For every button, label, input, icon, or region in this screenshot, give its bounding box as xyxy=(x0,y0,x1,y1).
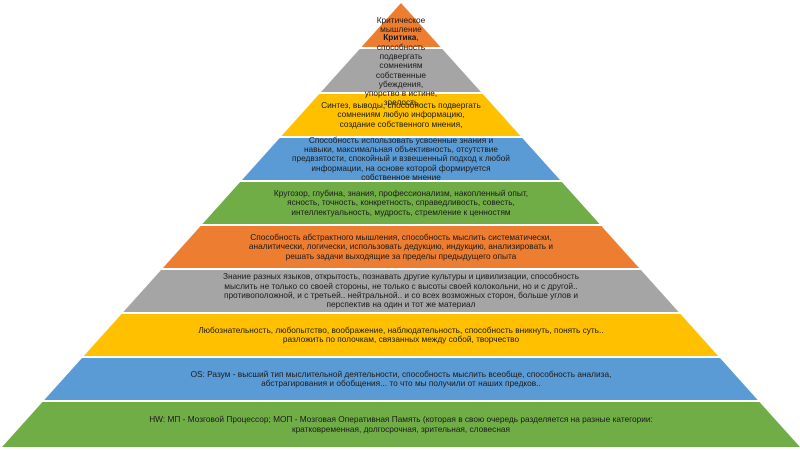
pyramid-layer-4 xyxy=(241,138,561,180)
pyramid-layer-text-6: Способность абстрактного мышления, спосо… xyxy=(200,226,603,268)
pyramid-layer-text-7: Знание разных языков, открытость, познав… xyxy=(160,270,642,312)
layer-bold-term: Критика xyxy=(383,32,417,43)
layer-line: HW: МП - Мозговой Процессор; МОП - Мозго… xyxy=(149,414,653,425)
pyramid-layer-1 xyxy=(361,3,441,47)
layer-line: собственное мнение xyxy=(361,171,441,182)
pyramid-layer-8 xyxy=(83,314,719,356)
layer-line: Любознательность, любопытство, воображен… xyxy=(198,324,604,335)
pyramid-layer-text-10: HW: МП - Мозговой Процессор; МОП - Мозго… xyxy=(40,402,762,447)
pyramid-layer-6 xyxy=(162,226,640,268)
layer-line: аналитически, логически, использовать де… xyxy=(248,241,554,252)
pyramid-layer-text-5: Кругозор, глубина, знания, профессионали… xyxy=(239,182,562,224)
pyramid-layer-text-4: Способность использовать усвоенные знани… xyxy=(279,134,523,182)
layer-line: информации, на основе которой формируетс… xyxy=(311,162,491,173)
layer-line: Знание разных языков, открытость, познав… xyxy=(222,271,580,282)
layer-line: Способность абстрактного мышления, спосо… xyxy=(250,232,552,243)
layer-line: собственные убеждения, xyxy=(375,69,427,89)
pyramid-layer-5 xyxy=(202,182,600,224)
layer-line: абстрагирования и обобщения... то что мы… xyxy=(261,378,541,388)
layer-line: Критическое xyxy=(376,14,426,25)
layer-line: упорство в истине, зрелость xyxy=(364,88,438,108)
pyramid-layer-10 xyxy=(2,402,800,447)
layer-line: создание собственного мнения, xyxy=(339,118,463,129)
layer-line: решать задачи выходящие за пределы преды… xyxy=(285,250,517,261)
pyramid-layer-3 xyxy=(281,94,521,136)
layer-line: подвергать сомнениям xyxy=(379,50,423,71)
pyramid-layer-text-8: Любознательность, любопытство, воображен… xyxy=(121,314,682,356)
layer-line: мыслить не только со своей стороны, не т… xyxy=(224,280,578,291)
pyramid-layer-text-9: OS: Разум - высший тип мыслительной деят… xyxy=(81,358,721,400)
layer-line: Способность использовать усвоенные знани… xyxy=(308,134,494,145)
layer-line: Критика, способность xyxy=(358,33,443,52)
layer-line: предвзятости, спокойный и взвешенный под… xyxy=(292,153,510,164)
layer-line: перспектив на один и тот же материал xyxy=(326,299,476,310)
layer-line: разложить по полочкам, связанных между с… xyxy=(282,334,520,344)
layer-line: интеллектуальность, мудрость, стремление… xyxy=(291,206,511,217)
layer-line: Кругозор, глубина, знания, профессионали… xyxy=(273,188,529,199)
layer-line-rest: , способность xyxy=(376,32,426,52)
layer-line: Синтез, выводы, способность подвергать xyxy=(321,100,481,111)
layer-line: кратковременная, долгосрочная, зрительна… xyxy=(291,423,511,434)
layer-line: противоположной, и с третьей.. нейтральн… xyxy=(223,290,578,300)
pyramid-layer-9 xyxy=(44,358,758,400)
layer-line: ясность, точность, конкретность, справед… xyxy=(287,197,515,208)
pyramid-layer-2 xyxy=(321,49,481,92)
layer-line: OS: Разум - высший тип мыслительной деят… xyxy=(190,368,612,379)
layer-line: мышление xyxy=(380,24,422,34)
layer-line: навыки, максимальная объективность, отсу… xyxy=(303,144,498,155)
pyramid-layer-7 xyxy=(123,270,679,312)
layer-line: сомнениям любую информацию, xyxy=(337,109,465,120)
